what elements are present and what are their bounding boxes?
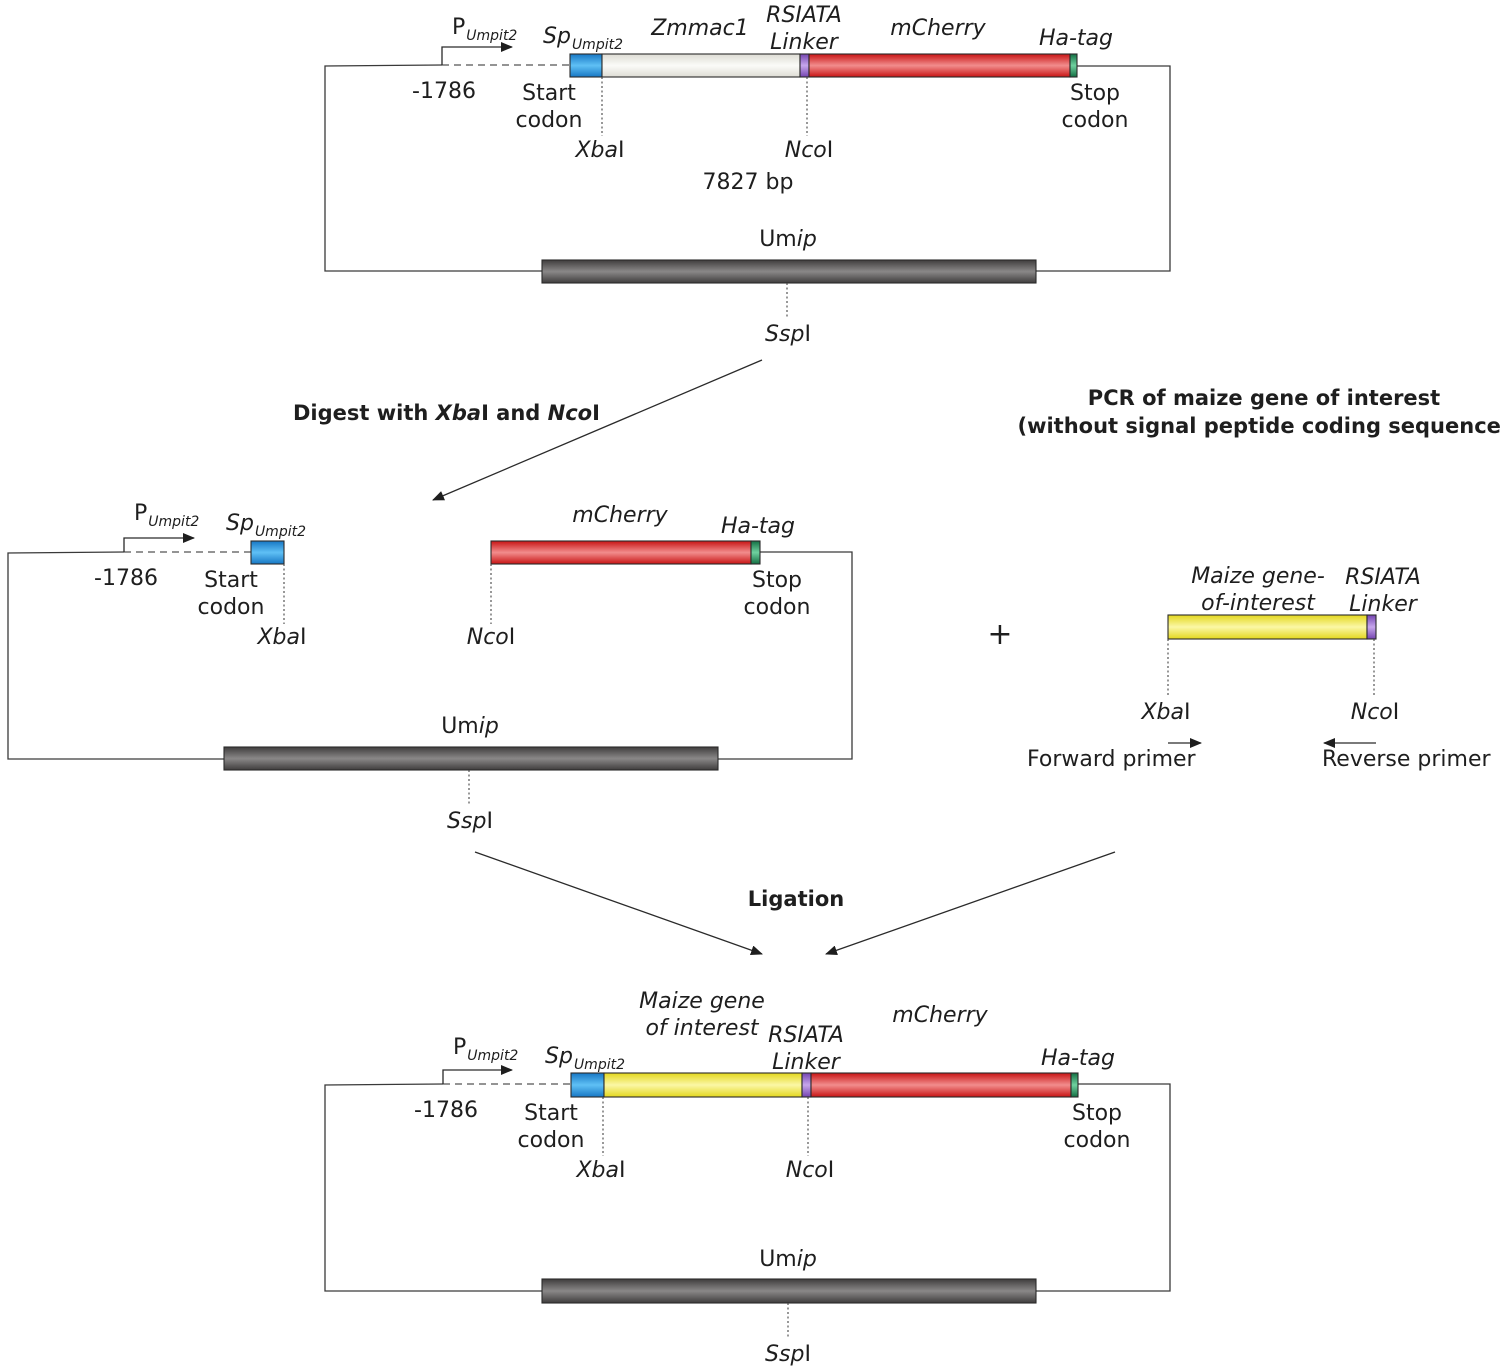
top-plasmid-wire-left — [324, 64, 542, 272]
pcr-linker-label-line1: RSIATA — [1345, 565, 1421, 590]
final-xba-label: XbaI — [575, 1158, 625, 1183]
digested-ha-tag-block — [750, 540, 761, 565]
pcr-gene-label-line1: Maize gene- — [1191, 564, 1325, 589]
final-plasmid-wire-right — [1036, 1083, 1171, 1292]
digest-step-label: Digest with XbaI and NcoI — [293, 401, 600, 425]
digested-nco-label: NcoI — [467, 625, 516, 650]
final-stop-codon-line2: codon — [1064, 1128, 1131, 1153]
top-linker-label-line1: RSIATA — [766, 3, 842, 28]
top-start-codon-line1: Start — [522, 81, 576, 106]
final-promoter-label: PUmpit2 — [453, 1035, 518, 1064]
plus-sign: + — [987, 617, 1012, 652]
digested-stop-codon-line2: codon — [744, 595, 811, 620]
pcr-nco-label: NcoI — [1351, 700, 1400, 725]
digested-signal-peptide-block — [250, 540, 285, 565]
top-ha-tag-label: Ha-tag — [1039, 26, 1113, 51]
top-zmmac1-label: Zmmac1 — [650, 16, 749, 41]
final-construct: PUmpit2 SpUmpit2 Maize gene of interest … — [324, 989, 1171, 1367]
final-ha-tag-label: Ha-tag — [1041, 1046, 1115, 1071]
final-umip-backbone — [541, 1278, 1037, 1304]
final-ssp-label: SspI — [765, 1342, 811, 1367]
pcr-step-label-line1: PCR of maize gene of interest — [1088, 386, 1440, 410]
final-plasmid-wire-left — [324, 1083, 542, 1292]
top-ssp-label: SspI — [765, 322, 811, 347]
top-signal-peptide-block — [569, 53, 603, 78]
pcr-gene-label-line2: of-interest — [1201, 591, 1316, 616]
pcr-step-label-line2: (without signal peptide coding sequence) — [1017, 414, 1500, 438]
digested-ssp-label: SspI — [447, 809, 493, 834]
digested-promoter-label: PUmpit2 — [134, 501, 199, 530]
top-plasmid-wire-right — [1036, 65, 1171, 272]
forward-primer-label: Forward primer — [1027, 747, 1197, 772]
final-linker-label-line2: Linker — [772, 1050, 842, 1075]
final-ha-tag-block — [1070, 1072, 1079, 1098]
top-umip-backbone — [541, 259, 1037, 284]
top-construct: PUmpit2 SpUmpit2 Zmmac1 RSIATA Linker mC… — [324, 3, 1171, 347]
digested-mcherry-block — [490, 540, 752, 565]
final-signal-peptide-block — [570, 1072, 605, 1098]
digest-flow-arrow — [432, 359, 763, 501]
digested-vector: PUmpit2 SpUmpit2 -1786 Start codon XbaI … — [7, 501, 853, 834]
top-zmmac1-block — [601, 53, 801, 78]
digested-umip-label: Umip — [441, 714, 499, 739]
top-stop-codon-line2: codon — [1062, 108, 1129, 133]
top-stop-codon-line1: Stop — [1070, 81, 1120, 106]
top-promoter-label: PUmpit2 — [452, 15, 517, 44]
top-size-label: 7827 bp — [703, 170, 794, 195]
final-gene-block — [603, 1072, 803, 1098]
final-umip-label: Umip — [759, 1247, 817, 1272]
digested-umip-backbone — [223, 746, 719, 771]
digested-promoter-arrow — [123, 533, 195, 552]
digested-start-codon-line1: Start — [204, 568, 258, 593]
top-linker-label-line2: Linker — [770, 30, 840, 55]
digested-mcherry-label: mCherry — [572, 503, 668, 528]
top-mcherry-label: mCherry — [890, 16, 986, 41]
final-linker-label-line1: RSIATA — [768, 1023, 844, 1048]
top-start-codon-line2: codon — [516, 108, 583, 133]
top-linker-block — [799, 53, 810, 78]
digested-signal-label: SpUmpit2 — [226, 511, 306, 540]
top-signal-label: SpUmpit2 — [543, 24, 623, 53]
pcr-linker-label-line2: Linker — [1349, 592, 1419, 617]
top-ha-tag-block — [1069, 53, 1078, 78]
final-mcherry-block — [810, 1072, 1072, 1098]
top-promoter-arrow — [441, 42, 513, 65]
pcr-gene-block — [1167, 614, 1368, 640]
digested-wire-left — [7, 551, 224, 760]
final-start-codon-line1: Start — [524, 1101, 578, 1126]
pcr-xba-label: XbaI — [1140, 700, 1190, 725]
final-gene-label-line2: of interest — [645, 1016, 759, 1041]
pcr-fragment: Maize gene- of-interest RSIATA Linker Xb… — [1027, 564, 1492, 772]
reverse-primer-label: Reverse primer — [1322, 747, 1492, 772]
digested-xba-label: XbaI — [256, 625, 306, 650]
final-gene-label-line1: Maize gene — [639, 989, 765, 1014]
digested-wire-right — [718, 551, 853, 760]
final-signal-label: SpUmpit2 — [545, 1044, 625, 1073]
pcr-linker-block — [1366, 614, 1377, 640]
top-nco-label: NcoI — [785, 138, 834, 163]
top-position-label: -1786 — [412, 79, 476, 104]
final-linker-block — [801, 1072, 812, 1098]
final-stop-codon-line1: Stop — [1072, 1101, 1122, 1126]
ligation-flow-arrow-right — [825, 851, 1116, 956]
ligation-step-label: Ligation — [748, 887, 844, 911]
top-umip-label: Umip — [759, 227, 817, 252]
final-start-codon-line2: codon — [518, 1128, 585, 1153]
digested-position-label: -1786 — [94, 566, 158, 591]
final-mcherry-label: mCherry — [892, 1003, 988, 1028]
final-nco-label: NcoI — [786, 1158, 835, 1183]
final-position-label: -1786 — [414, 1098, 478, 1123]
top-mcherry-block — [808, 53, 1071, 78]
top-xba-label: XbaI — [574, 138, 624, 163]
digested-ha-tag-label: Ha-tag — [721, 514, 795, 539]
final-promoter-arrow — [442, 1065, 513, 1084]
digested-start-codon-line2: codon — [198, 595, 265, 620]
digested-stop-codon-line1: Stop — [752, 568, 802, 593]
ligation-flow-arrow-left — [474, 851, 763, 956]
